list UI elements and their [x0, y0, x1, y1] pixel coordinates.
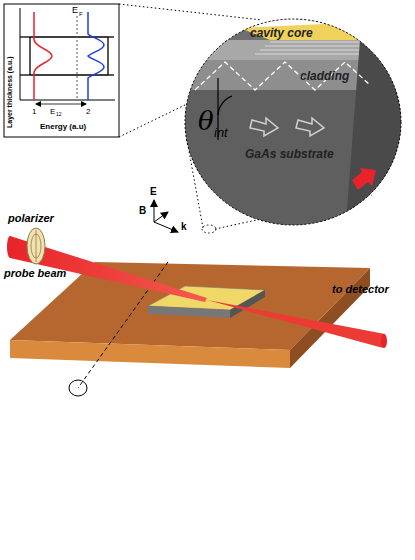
energy-plot: [4, 4, 119, 137]
layer-label: cladding: [300, 70, 349, 82]
component-label: to detector: [332, 284, 389, 295]
component-label: polarizer: [8, 213, 54, 224]
fermi-label: E: [72, 6, 78, 15]
beams: [7, 228, 387, 348]
layer-label: GaAs substrate: [245, 148, 334, 160]
fermi-subscript: F: [79, 11, 83, 17]
layer-label: cavity core: [250, 27, 313, 39]
angle-subscript: int: [214, 126, 228, 139]
axis-label: Layer thickness (a.u.): [6, 56, 13, 128]
field-label: E: [150, 187, 157, 197]
transition-subscript: 12: [56, 112, 62, 117]
field-axes: [154, 200, 178, 232]
angle-symbol: θ: [198, 108, 214, 134]
component-label: probe beam: [4, 268, 66, 279]
field-label: B: [139, 206, 146, 216]
field-label: k: [181, 222, 187, 232]
state-number: 2: [86, 108, 90, 116]
transition-label: E: [50, 108, 55, 116]
state-number: 1: [32, 108, 36, 116]
axis-label: Energy (a.u): [40, 123, 86, 131]
waveguide-zoom: [180, 15, 410, 235]
